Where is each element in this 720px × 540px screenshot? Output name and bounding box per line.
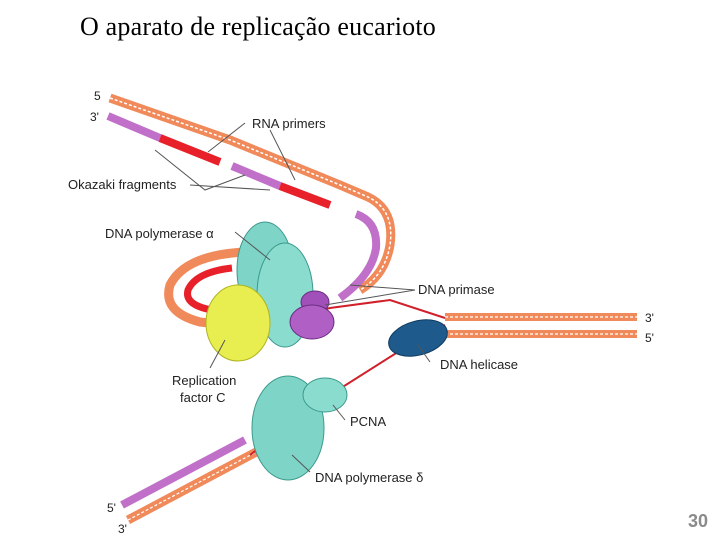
leading-strand bbox=[120, 436, 263, 524]
slide-title: O aparato de replicação eucarioto bbox=[80, 12, 436, 41]
label-dna-primase: DNA primase bbox=[418, 282, 495, 297]
pcna-clamp bbox=[302, 377, 348, 413]
label-okazaki-fragments: Okazaki fragments bbox=[68, 177, 177, 192]
parental-duplex bbox=[445, 313, 637, 338]
page-number: 30 bbox=[687, 511, 708, 531]
end-top-5: 5 bbox=[94, 89, 101, 103]
end-bottom-5: 5' bbox=[107, 501, 116, 515]
end-bottom-3: 3' bbox=[118, 522, 127, 536]
label-replication-factor-c-line1: Replication bbox=[172, 373, 236, 388]
dna-helicase bbox=[388, 319, 448, 357]
end-right-3: 3' bbox=[645, 311, 654, 325]
label-dna-helicase: DNA helicase bbox=[440, 357, 518, 372]
dna-primase-bottom bbox=[289, 304, 335, 340]
label-replication-factor-c-line2: factor C bbox=[180, 390, 226, 405]
replication-factor-c bbox=[205, 284, 271, 362]
lagging-template-strand bbox=[108, 93, 396, 294]
label-dna-polymerase-delta: DNA polymerase δ bbox=[315, 470, 423, 485]
label-dna-polymerase-alpha: DNA polymerase α bbox=[105, 226, 214, 241]
label-pcna: PCNA bbox=[350, 414, 386, 429]
label-rna-primers: RNA primers bbox=[252, 116, 326, 131]
end-top-3: 3' bbox=[90, 110, 99, 124]
leader-lines bbox=[154, 122, 431, 473]
okazaki-fragments-strand bbox=[106, 112, 381, 302]
end-right-5: 5' bbox=[645, 331, 654, 345]
